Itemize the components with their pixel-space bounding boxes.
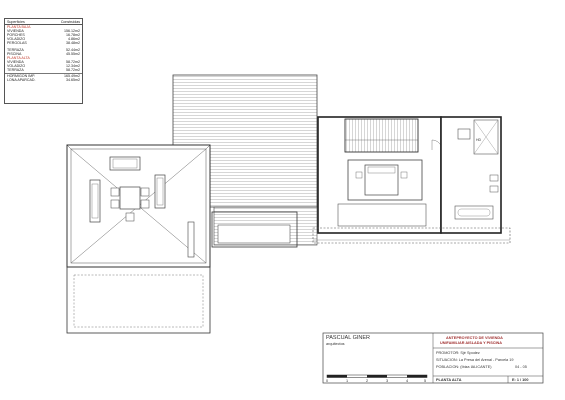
scale-tick: 5: [424, 379, 427, 383]
pergola-roof: [66, 144, 211, 268]
row-value: 16.78m2: [66, 33, 80, 38]
plan-name: PLANTA ALTA: [436, 378, 462, 382]
table-row: VOLADIZO 12.34m2: [5, 64, 82, 68]
row-label: TERRAZA: [7, 47, 24, 52]
row-value: 4.86m2: [68, 37, 80, 42]
row-label: PERGOLAS: [7, 41, 27, 46]
row-label: VOLADIZO: [7, 63, 26, 68]
upper-floor-house: [317, 116, 443, 234]
row-value: 34.65m2: [66, 78, 80, 83]
scale-tick: 1: [346, 379, 349, 383]
row-label: VIVIENDA: [7, 29, 24, 34]
balcony-terrace: [312, 227, 511, 244]
row-label: VIVIENDA: [7, 59, 24, 64]
row-value: 156.12m2: [64, 29, 80, 34]
project-title-1: ANTEPROYECTO DE VIVIENDA: [446, 336, 503, 340]
row-label: PORCHES: [7, 33, 25, 38]
row-label: HORMIGON IMP.: [7, 74, 36, 79]
table-row: PERGOLAS 38.48m2: [5, 41, 82, 45]
sheet-number: 04 - 05: [515, 365, 527, 369]
row-label: VOLADIZO: [7, 37, 26, 42]
row-value: 165.49m2: [64, 74, 80, 79]
scale-label: E: 1 / 100: [512, 378, 529, 382]
section-title: PLANTA BAJA: [7, 25, 31, 30]
row-value: 45.55m2: [66, 51, 80, 56]
table-row: TERRAZA 58.72m2: [5, 68, 82, 72]
table-row: VOLADIZO 4.86m2: [5, 37, 82, 41]
architect-sub: arquitectos: [326, 342, 345, 346]
population: POBLACION: (Ibiza IALICANTE): [436, 365, 492, 369]
table-row: PORCHES 16.78m2: [5, 33, 82, 37]
title-block-frame: [322, 332, 544, 384]
project-title-2: UNIFAMILIAR AISLADA Y PISCINA: [440, 341, 503, 345]
row-value: 52.44m2: [66, 47, 80, 52]
table-row: LONA APARCAD. 34.65m2: [5, 78, 82, 82]
surface-table: Superficies Construidas PLANTA BAJA VIVI…: [4, 18, 83, 104]
section-title: PLANTA ALTA: [7, 55, 30, 60]
scale-tick: 4: [406, 379, 409, 383]
parking-area: [66, 266, 211, 334]
table-row: VIVIENDA 58.72m2: [5, 60, 82, 64]
row-value: 12.34m2: [66, 63, 80, 68]
table-header: Superficies Construidas: [5, 19, 82, 26]
room-label-hd: HD: [476, 138, 482, 142]
architect-name: PASCUAL GINER: [326, 335, 371, 341]
table-row: PISCINA 45.55m2: [5, 52, 82, 56]
situation: SITUACION: La Presa del Arenal - Parcela…: [436, 358, 514, 362]
table-row: VIVIENDA 156.12m2: [5, 29, 82, 33]
table-row: TERRAZA 52.44m2: [5, 48, 82, 52]
row-value: 58.72m2: [66, 68, 80, 73]
scale-tick: 3: [386, 379, 389, 383]
header-left: Superficies: [7, 19, 25, 24]
scale-tick: 0: [326, 379, 329, 383]
row-value: 58.72m2: [66, 59, 80, 64]
table-row: HORMIGON IMP. 165.49m2: [5, 73, 82, 78]
header-right: Construidas: [60, 19, 80, 24]
bathroom: [440, 116, 502, 234]
row-label: PISCINA: [7, 51, 22, 56]
row-label: LONA APARCAD.: [7, 78, 36, 83]
row-value: 38.48m2: [66, 41, 80, 46]
scale-tick: 2: [366, 379, 369, 383]
promoter: PROMOTOR: Sjé Spodez: [436, 351, 480, 355]
row-label: TERRAZA: [7, 68, 24, 73]
